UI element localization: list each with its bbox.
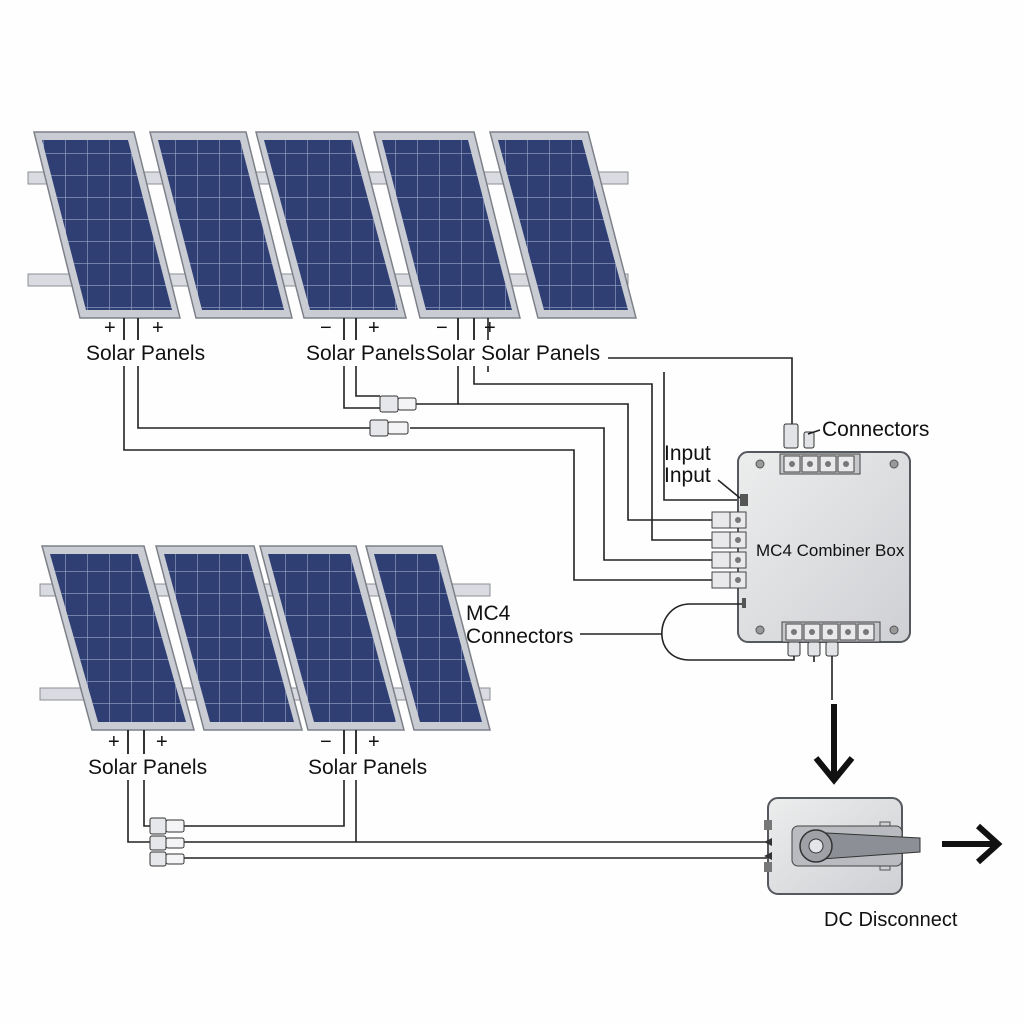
mc4-inline-connector-upper xyxy=(379,395,417,413)
label-mc4: MC4 xyxy=(466,602,511,625)
mc4-inline-connector-lower xyxy=(369,419,409,437)
label-dc-disconnect: DC Disconnect xyxy=(824,909,958,931)
polarity-mark: + xyxy=(152,317,164,339)
solar-panel xyxy=(259,545,405,731)
mc4-combiner-box xyxy=(711,423,911,657)
solar-panel xyxy=(149,131,293,319)
label-solar: Solar xyxy=(426,342,475,365)
label-solar-panels: Solar Panels xyxy=(481,342,600,365)
solar-panel xyxy=(33,131,181,319)
polarity-mark: − xyxy=(436,317,448,339)
solar-panel xyxy=(373,131,521,319)
label-solar-panels: Solar Panels xyxy=(306,342,425,365)
label-mc4-connectors: Connectors xyxy=(466,625,573,648)
solar-panel xyxy=(155,545,303,731)
polarity-mark: + xyxy=(484,317,496,339)
label-solar-panels: Solar Panels xyxy=(308,756,427,779)
right-arrow-icon xyxy=(942,823,1003,865)
label-solar-panels: Solar Panels xyxy=(86,342,205,365)
polarity-mark: + xyxy=(104,317,116,339)
row2-solar-panels xyxy=(41,545,491,731)
row2-wiring xyxy=(127,730,770,859)
solar-panel xyxy=(365,545,491,731)
label-connectors: Connectors xyxy=(822,418,929,441)
combiner-wiring xyxy=(580,603,833,700)
mc4-branch-connector xyxy=(149,817,185,867)
labels: Solar Panels Solar Panels Solar Solar Pa… xyxy=(84,340,958,931)
polarity-mark: + xyxy=(368,731,380,753)
label-combiner-box: MC4 Combiner Box xyxy=(756,541,905,560)
polarity-mark: − xyxy=(320,317,332,339)
row1-solar-panels xyxy=(33,131,637,319)
solar-panel xyxy=(41,545,195,731)
solar-panel xyxy=(255,131,407,319)
row1-wiring xyxy=(123,318,793,581)
polarity-mark: − xyxy=(320,731,332,753)
label-solar-panels: Solar Panels xyxy=(88,756,207,779)
down-arrow-icon xyxy=(813,704,855,785)
polarity-mark: + xyxy=(156,731,168,753)
polarity-mark: + xyxy=(368,317,380,339)
label-input: Input xyxy=(664,464,711,487)
label-input: Input xyxy=(664,442,711,465)
polarity-markers: + + − + − + + + − + xyxy=(104,317,496,754)
dc-disconnect-switch xyxy=(764,797,921,895)
polarity-mark: + xyxy=(108,731,120,753)
solar-panel xyxy=(489,131,637,319)
